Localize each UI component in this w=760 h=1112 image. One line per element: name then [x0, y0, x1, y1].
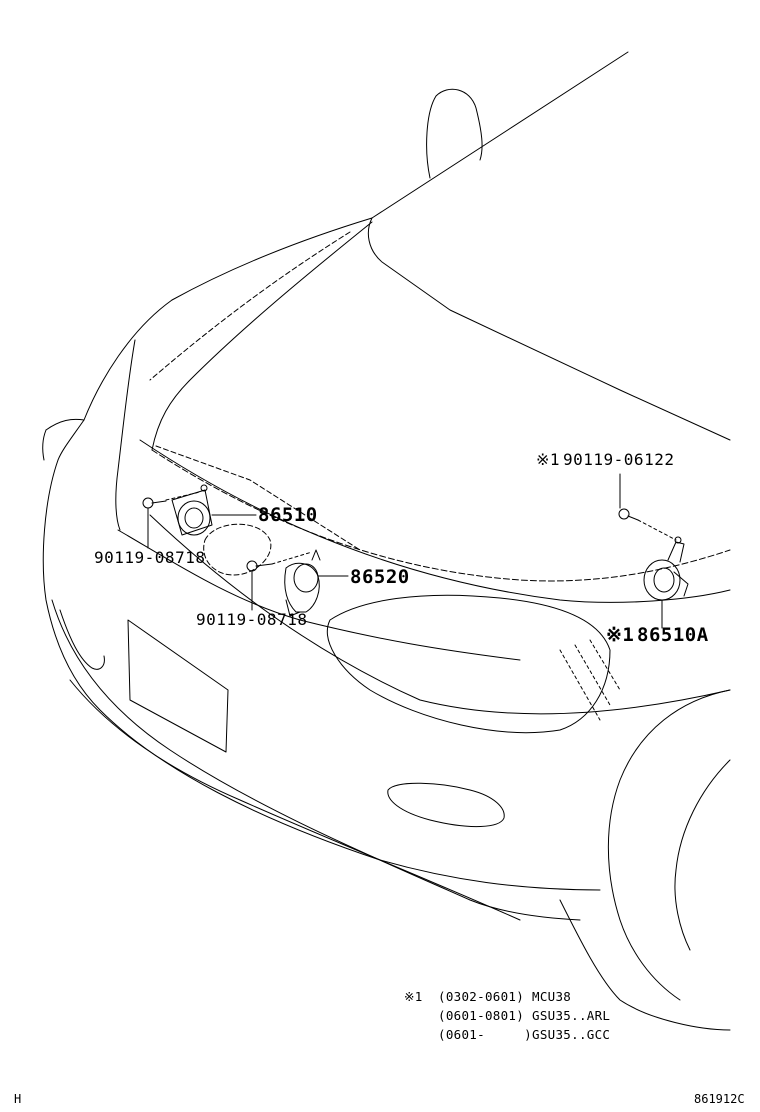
part-label-86510a-mark: ※1 — [606, 624, 635, 646]
hood-top-line — [171, 217, 373, 301]
mount-oval — [203, 523, 272, 576]
part-label-bolt-lower: 90119-08718 — [196, 610, 308, 629]
footnote-row-2-model: GSU35..ARL — [532, 1008, 611, 1023]
part-label-bolt-right: 90119-06122 — [563, 450, 675, 469]
illustration-number: 861912C — [694, 1092, 745, 1106]
bolt-lower-drawing — [246, 551, 313, 572]
bumper-upper — [42, 459, 601, 891]
windshield-edge — [367, 51, 731, 441]
wheel-arch-2 — [674, 759, 731, 951]
bumper-lower — [51, 599, 581, 921]
hood-inner — [151, 221, 373, 451]
mount-outline-left — [155, 445, 361, 551]
bumper-side — [45, 418, 85, 431]
footnote-mark: ※1 — [404, 989, 423, 1004]
horn-86510-drawing — [171, 484, 213, 536]
part-label-bolt-upper: 90119-08718 — [94, 548, 206, 567]
part-label-bolt-right-mark: ※1 — [536, 450, 561, 469]
part-label-86510a: 86510A — [637, 624, 709, 646]
footnote-row-1-dates: (0302-0601) — [438, 989, 525, 1004]
hood-dashed-line — [149, 231, 351, 381]
grille-top — [117, 529, 521, 661]
wheel-arch — [607, 689, 731, 1001]
part-label-86510: 86510 — [258, 504, 318, 526]
part-label-86520: 86520 — [350, 566, 410, 588]
footnote-row-3-model: GSU35..GCC — [532, 1027, 611, 1042]
footnote-row-2-dates: (0601-0801) — [438, 1008, 525, 1023]
hood-outline — [57, 299, 173, 461]
grille-outline — [127, 619, 229, 753]
fender-line — [559, 899, 731, 1031]
corner-section-letter: H — [14, 1092, 22, 1106]
footnote-row-1-model: MCU38 — [532, 989, 572, 1004]
bumper-edge — [42, 429, 47, 461]
horn-86520-drawing — [284, 549, 321, 617]
fog-light — [387, 782, 505, 827]
bolt-right-drawing — [618, 508, 677, 541]
headlight-inner — [559, 639, 621, 721]
bumper-skirt — [69, 679, 521, 921]
left-grille-detail — [59, 609, 105, 670]
hood-lip-2 — [149, 514, 731, 715]
side-mirror — [426, 88, 483, 179]
headlight — [326, 594, 611, 734]
footnote-row-3-dates: (0601- ) — [438, 1027, 532, 1042]
horn-86510a-drawing — [643, 536, 689, 601]
hood-crease — [115, 339, 136, 531]
hood-lip — [139, 439, 731, 603]
